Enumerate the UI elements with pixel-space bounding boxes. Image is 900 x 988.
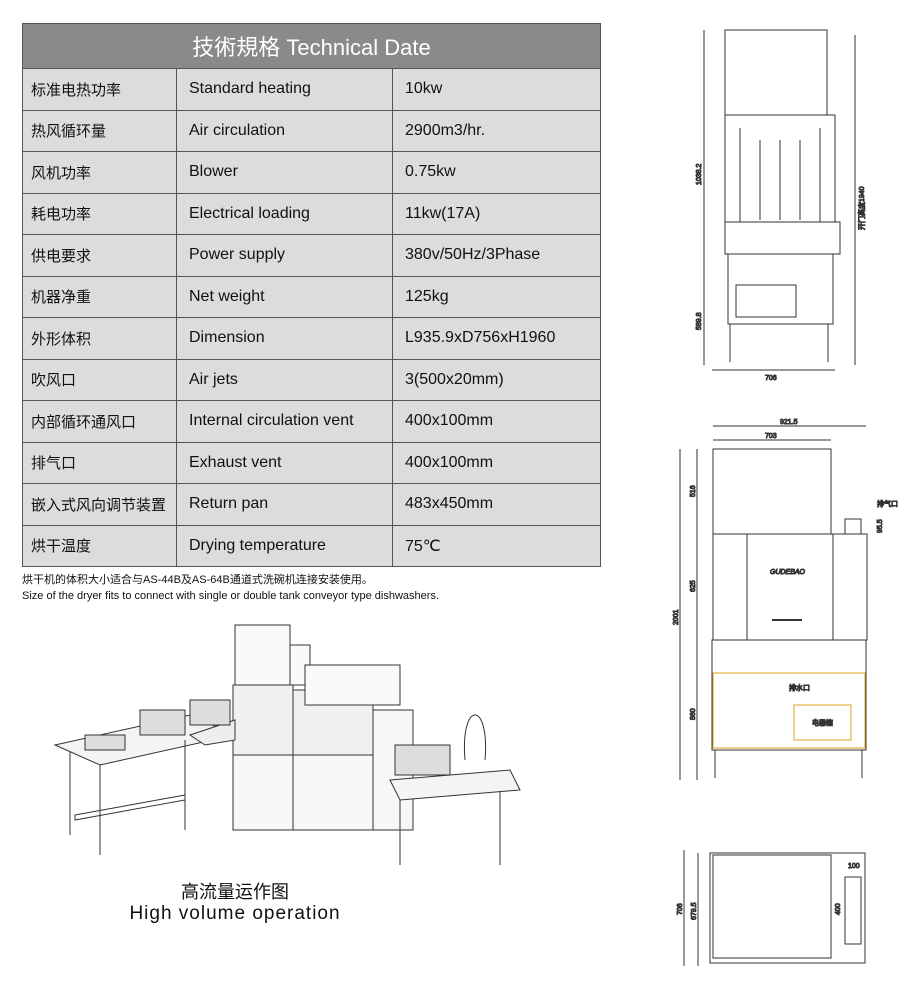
label-cn: 机器净重 [22, 275, 177, 318]
label-en: Air jets [176, 358, 393, 401]
label-en: Blower [176, 151, 393, 194]
label-en: Exhaust vent [176, 441, 393, 484]
label-en: Drying temperature [176, 524, 393, 567]
note-cn: 烘干机的体积大小适合与AS-44B及AS-64B通道式洗碗机连接安装使用。 [22, 574, 373, 586]
caption-en: High volume operation [129, 903, 341, 924]
dim-400: 400 [835, 903, 842, 915]
brand-logo: GUDEBAO [770, 569, 806, 576]
value: 400x100mm [392, 441, 601, 484]
value: 400x100mm [392, 400, 601, 443]
table-title: 技術規格 Technical Date [22, 23, 601, 69]
value: 380v/50Hz/3Phase [392, 234, 601, 277]
label-cn: 嵌入式风向调节装置 [22, 483, 177, 526]
note-en: Size of the dryer fits to connect with s… [22, 590, 439, 602]
dim-706-top: 706 [677, 903, 684, 915]
label-cn: 热风循环量 [22, 109, 177, 152]
drain-label: 排水口 [789, 683, 810, 692]
dim-589: 589.8 [696, 312, 703, 330]
value: 2900m3/hr. [392, 109, 601, 152]
door-height: 开门高度1940 [857, 186, 866, 230]
dim-100: 100 [848, 863, 860, 870]
label-en: Internal circulation vent [176, 400, 393, 443]
dim-703: 703 [765, 433, 777, 440]
value: 0.75kw [392, 151, 601, 194]
label-cn: 排气口 [22, 441, 177, 484]
value: 11kw(17A) [392, 192, 601, 235]
dim-2001: 2001 [673, 609, 680, 625]
dim-516: 516 [690, 485, 697, 497]
front-view-drawing [679, 425, 868, 780]
label-en: Dimension [176, 317, 393, 360]
label-cn: 供电要求 [22, 234, 177, 277]
label-cn: 标准电热功率 [22, 68, 177, 111]
top-view-drawing [683, 850, 866, 966]
label-en: Net weight [176, 275, 393, 318]
dim-625: 625 [690, 580, 697, 592]
label-en: Air circulation [176, 109, 393, 152]
label-cn: 吹风口 [22, 358, 177, 401]
label-en: Power supply [176, 234, 393, 277]
value: 483x450mm [392, 483, 601, 526]
side-view-drawing [703, 29, 856, 371]
label-cn: 内部循环通风口 [22, 400, 177, 443]
dim-95: 95.5 [877, 519, 884, 533]
caption-cn: 高流量运作图 [181, 882, 289, 902]
value: 3(500x20mm) [392, 358, 601, 401]
dim-1038: 1038.2 [696, 163, 703, 185]
label-en: Return pan [176, 483, 393, 526]
value: 125kg [392, 275, 601, 318]
dim-706-side: 706 [765, 375, 777, 382]
dim-679: 679.5 [691, 902, 698, 920]
label-en: Electrical loading [176, 192, 393, 235]
dim-921: 921.5 [780, 419, 798, 426]
electric-box-label: 电器箱 [812, 718, 833, 727]
value: 10kw [392, 68, 601, 111]
high-volume-illustration [53, 624, 521, 865]
dim-860: 860 [690, 708, 697, 720]
value: L935.9xD756xH1960 [392, 317, 601, 360]
value: 75℃ [392, 524, 601, 567]
exhaust-label: 排气口 [877, 499, 898, 508]
label-cn: 烘干温度 [22, 524, 177, 567]
label-cn: 外形体积 [22, 317, 177, 360]
